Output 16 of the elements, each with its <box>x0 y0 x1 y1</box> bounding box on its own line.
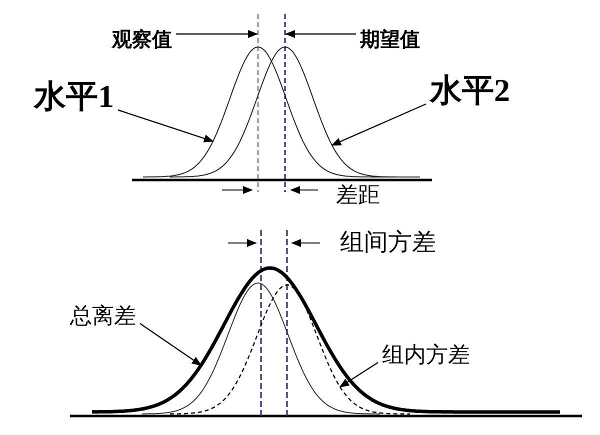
text-label: 总离差 <box>70 302 136 330</box>
leader-arrow <box>118 109 214 142</box>
leader-arrow <box>339 362 378 388</box>
text-label: 组内方差 <box>382 341 470 368</box>
text-label: 水平1 <box>34 76 114 116</box>
total-curve <box>92 266 560 414</box>
dashed-line <box>284 14 286 192</box>
dimension-label: 组间方差 <box>340 228 436 258</box>
text-label: 水平2 <box>430 70 510 110</box>
leader-arrow <box>176 30 258 38</box>
text-label: 观察值 <box>112 28 172 53</box>
text-label: 期望值 <box>360 28 420 53</box>
leader-arrow <box>285 30 356 38</box>
leader-arrow <box>140 323 202 366</box>
leader-arrow <box>331 103 426 146</box>
dimension-label: 差距 <box>336 181 380 208</box>
